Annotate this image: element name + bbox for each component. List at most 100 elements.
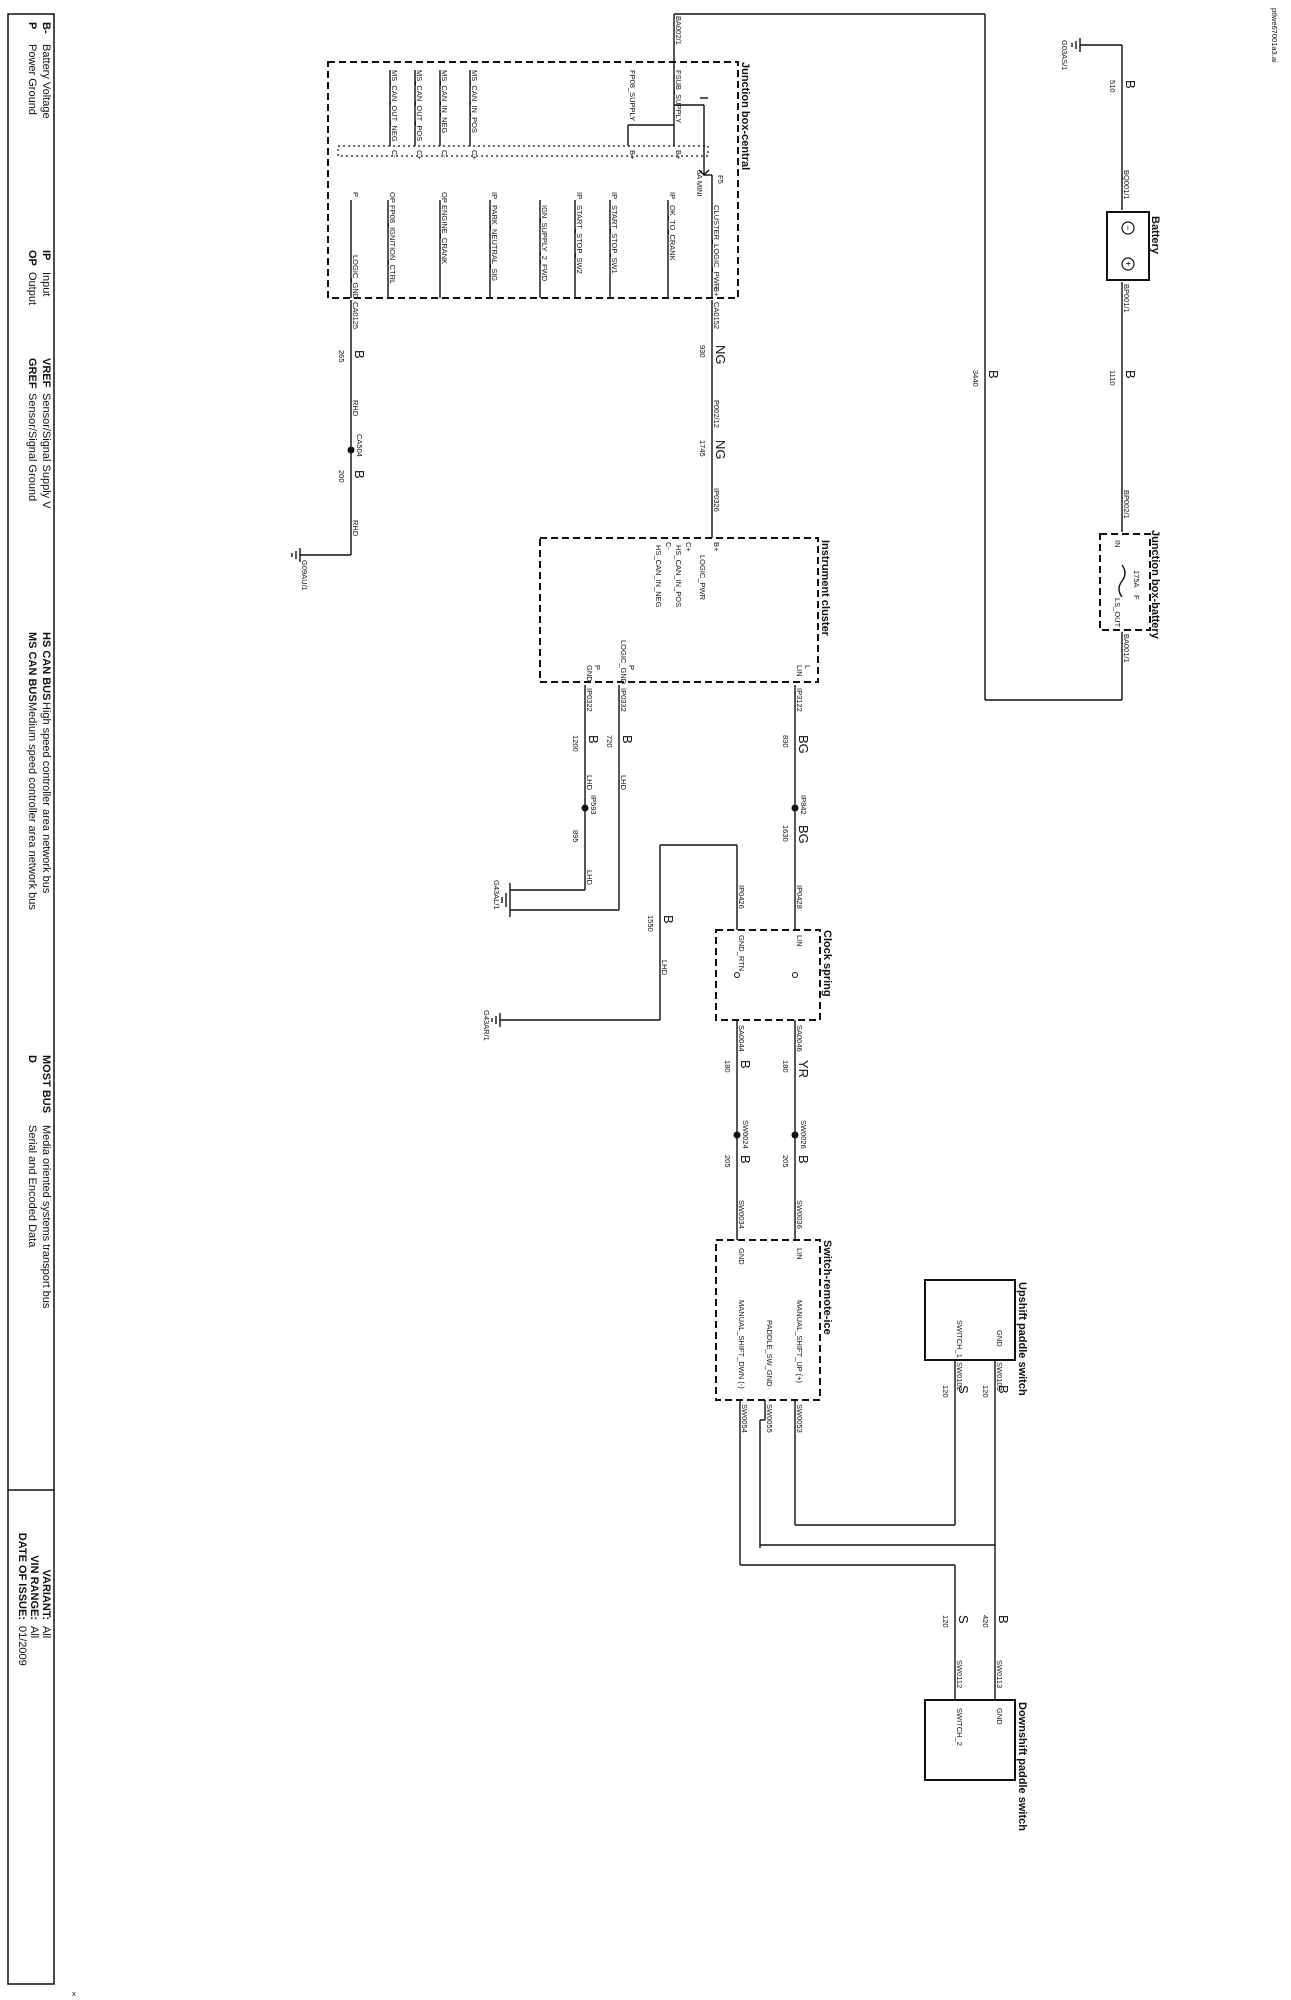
downshift-title: Downshift paddle switch (1016, 1702, 1028, 1831)
wire-size: 120 (941, 1385, 950, 1398)
legend-value: Power Ground (26, 44, 38, 115)
jb-central-pin-ms-can-in-neg: MS_CAN_IN_NEG (440, 70, 449, 134)
document-id: ptlwe67001a3.ai (1270, 8, 1279, 63)
jb-central-pin-park-neutral-sig: PARK_NEUTRAL_SIG (490, 205, 499, 281)
jb-central-pin-ms-can-out-neg: MS_CAN_OUT_NEG (390, 70, 399, 142)
jb-central-marker: IP (610, 192, 619, 199)
jb-central-marker: C+ (415, 150, 424, 160)
splices (347, 446, 799, 1139)
legend-item: B- Battery Voltage (40, 22, 52, 119)
connector-label: SW0024 (741, 1120, 750, 1149)
battery-negative-terminal-icon (1121, 221, 1135, 235)
connector-label: SW0036 (795, 1200, 804, 1229)
upshift-pin-switch-1: SWITCH_1 (955, 1320, 964, 1358)
jb-central-title: Junction box-central (739, 62, 751, 170)
connector-label: SW0103 (995, 1362, 1004, 1391)
wire-size: 205 (781, 1155, 790, 1168)
jb-central-marker: B+ (674, 150, 683, 160)
wire-size: 1200 (571, 735, 580, 752)
connector-label: IP0426 (737, 885, 746, 909)
wire-size: 510 (1108, 80, 1117, 93)
splice-sw0024 (733, 1131, 741, 1139)
jb-central-marker: P (351, 192, 360, 197)
cluster-marker: P (627, 665, 636, 670)
legend-item: GREF Sensor/Signal Ground (26, 358, 38, 501)
jb-central-marker: C- (440, 150, 449, 158)
connector-label: IP0326 (712, 488, 721, 512)
legend-key: GREF (26, 358, 38, 389)
jb-central-fuse-rating: 5A MINI (695, 170, 704, 197)
downshift-pin-gnd: GND (995, 1708, 1004, 1725)
wire-size: 1550 (646, 915, 655, 932)
ground-icon (291, 548, 301, 562)
cluster-marker: L (803, 665, 812, 669)
connector-label: IP3122 (795, 688, 804, 712)
clock-spring: Clock spring LIN GND_RTN (715, 929, 833, 1021)
wire-size: 895 (571, 830, 580, 843)
jb-central-pin-fsub-supply: FSUB_SUPPLY (674, 70, 683, 123)
connector-label: G43AR/1 (482, 1010, 491, 1041)
connector-label: G03AS/1 (1060, 40, 1069, 70)
wire-color: S (956, 1385, 971, 1394)
splice-ip842 (791, 804, 799, 812)
wire-size: 200 (337, 470, 346, 483)
wire-option: LHD (660, 960, 669, 976)
connector-label: G09AU/1 (300, 560, 309, 591)
wires (300, 13, 1123, 1700)
wire-color: BG (796, 735, 811, 754)
connector-label: IP0322 (585, 688, 594, 712)
wire-size: 3440 (971, 370, 980, 387)
cluster-marker: C+ (684, 542, 693, 552)
jb-battery-title: Junction box-battery (1149, 530, 1161, 640)
connector-label: SA0046 (795, 1025, 804, 1052)
legend-value: High speed controller area network bus (40, 702, 52, 894)
variant-info: VARIANT: All VIN RANGE: All DATE OF ISSU… (16, 1533, 52, 1666)
ground-symbols (291, 38, 1081, 1027)
jb-central-marker: OP (440, 192, 449, 203)
connector-label: CA0152 (712, 302, 721, 329)
legend-item: OP Output (26, 250, 38, 305)
wire-size: 120 (941, 1615, 950, 1628)
upshift-title: Upshift paddle switch (1016, 1282, 1028, 1396)
wire-color: B (1123, 80, 1138, 89)
connector-label: SW0026 (799, 1120, 808, 1149)
jb-central-pin-engine-crank: ENGINE_CRANK (440, 205, 449, 264)
vin-range-value: All (28, 1626, 40, 1638)
wire-size: 180 (723, 1060, 732, 1073)
clock-pin-lin: LIN (795, 935, 804, 947)
battery-title: Battery (1149, 216, 1161, 255)
wire-color: B (352, 470, 367, 479)
connector-label: IP0428 (795, 885, 804, 909)
connector-label: BP002/1 (1122, 490, 1131, 519)
jb-central-pin-ms-can-out-pos: MS_CAN_OUT_POS (415, 70, 424, 141)
connector-label: SW0034 (737, 1200, 746, 1229)
footer-mark: x (72, 1989, 76, 1998)
jb-central-fuse-label: F5 (716, 175, 725, 184)
legend-item: IP Input (40, 250, 52, 296)
wire-size: 205 (723, 1155, 732, 1168)
wire-color: B (738, 1060, 753, 1069)
connector-label: IP0332 (619, 688, 628, 712)
wire-color: NG (713, 345, 728, 365)
downshift-paddle-switch: Downshift paddle switch GND SWITCH_2 (924, 1699, 1028, 1831)
jb-battery-rating-label: 175A (1132, 570, 1141, 588)
date-of-issue-value: 01/2009 (16, 1626, 28, 1666)
clock-spring-title: Clock spring (821, 930, 833, 997)
fuse-icon (1118, 564, 1126, 598)
wire-labels: B 510 B 1110 B 3440 NG 930 NG 1745 B 265… (337, 80, 1138, 1628)
jb-battery-in-label: IN (1113, 540, 1122, 548)
legend-value: Media oriented systems transport bus (40, 1125, 52, 1309)
connector-label: IP842 (799, 795, 808, 815)
legend-value: Serial and Encoded Data (26, 1125, 38, 1248)
jb-central-marker: B+ (628, 150, 637, 160)
connector-label: SW0113 (995, 1660, 1004, 1688)
connector-circle-icon (792, 972, 798, 978)
battery-minus-label: − (1123, 225, 1133, 230)
cluster-pin-logic-gnd: LOGIC_GND (619, 640, 628, 685)
instrument-cluster-title: Instrument cluster (819, 540, 831, 637)
variant-label: VARIANT: (40, 1569, 52, 1620)
jb-central-pin-start-stop-sw2: START_STOP_SW2 (575, 205, 584, 274)
cluster-marker: B+ (712, 542, 721, 552)
ground-icon (1071, 38, 1081, 52)
wire-color: B (738, 1155, 753, 1164)
